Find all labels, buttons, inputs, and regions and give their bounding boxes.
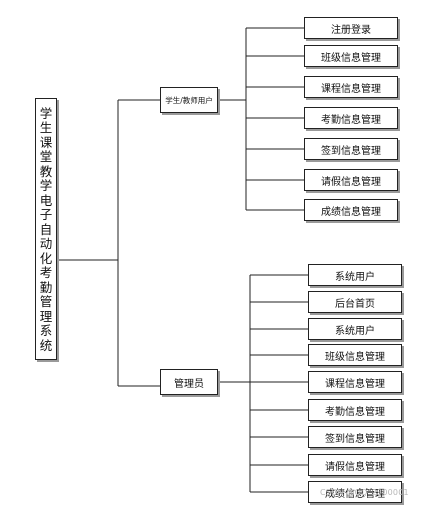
leaf-node: 请假信息管理 bbox=[304, 169, 398, 191]
watermark: CSDN @QQ_2300001 bbox=[320, 488, 409, 497]
leaf-node: 考勤信息管理 bbox=[304, 107, 398, 129]
leaf-node: 课程信息管理 bbox=[304, 76, 398, 98]
leaf-node: 成绩信息管理 bbox=[308, 481, 402, 503]
root-char: 动 bbox=[39, 236, 53, 252]
leaf-node: 签到信息管理 bbox=[304, 138, 398, 160]
leaf-node: 请假信息管理 bbox=[308, 454, 402, 476]
root-char: 电 bbox=[39, 192, 53, 208]
branch-student-teacher: 学生/教师用户 bbox=[160, 87, 218, 113]
root-char: 学 bbox=[39, 178, 53, 194]
root-char: 化 bbox=[39, 250, 53, 266]
root-char: 自 bbox=[39, 221, 53, 237]
leaf-node: 注册登录 bbox=[304, 17, 398, 39]
leaf-node: 签到信息管理 bbox=[308, 426, 402, 448]
leaf-node: 课程信息管理 bbox=[308, 371, 402, 393]
root-char: 课 bbox=[39, 134, 53, 150]
root-char: 教 bbox=[39, 163, 53, 179]
root-node: 学 生 课 堂 教 学 电 子 自 动 化 考 勤 管 理 系 统 bbox=[35, 98, 57, 360]
leaf-node: 班级信息管理 bbox=[308, 344, 402, 366]
root-char: 管 bbox=[39, 294, 53, 310]
root-char: 生 bbox=[39, 120, 53, 136]
branch-admin: 管理员 bbox=[160, 369, 218, 395]
root-char: 子 bbox=[39, 207, 53, 223]
leaf-node: 系统用户 bbox=[308, 318, 402, 340]
leaf-node: 后台首页 bbox=[308, 291, 402, 313]
leaf-node: 班级信息管理 bbox=[304, 45, 398, 67]
root-char: 统 bbox=[39, 337, 53, 353]
root-char: 考 bbox=[39, 265, 53, 281]
leaf-node: 考勤信息管理 bbox=[308, 399, 402, 421]
root-char: 学 bbox=[39, 105, 53, 121]
leaf-node: 系统用户 bbox=[308, 264, 402, 286]
leaf-node: 成绩信息管理 bbox=[304, 199, 398, 221]
root-char: 系 bbox=[39, 323, 53, 339]
root-char: 堂 bbox=[39, 149, 53, 165]
root-char: 理 bbox=[39, 308, 53, 324]
root-char: 勤 bbox=[39, 279, 53, 295]
